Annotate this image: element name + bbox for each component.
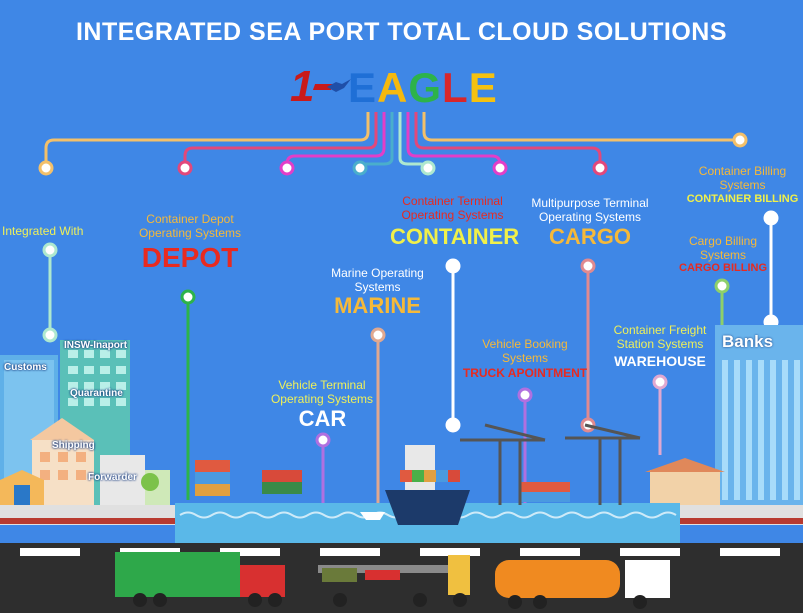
node-dot: [732, 132, 748, 148]
node-dot: [38, 160, 54, 176]
warehouse-subtitle: Container Freight Station Systems: [613, 323, 707, 351]
pin-dot: [580, 258, 596, 274]
integration-forwarder: Forwarder: [88, 472, 137, 483]
cargo-ship: [360, 445, 470, 525]
integration-quarantine: Quarantine: [70, 388, 123, 399]
node-dot: [177, 160, 193, 176]
pin-dot: [370, 327, 386, 343]
logo-word: EAGLE: [348, 64, 498, 111]
banks-label: Banks: [722, 332, 774, 351]
pin-dot: [315, 432, 331, 448]
container-billing-subtitle: Container Billing Systems: [698, 164, 787, 192]
pin-dot: [42, 327, 58, 343]
cargo-subtitle: Multipurpose Terminal Operating Systems: [531, 196, 649, 224]
depot-title: DEPOT: [141, 242, 239, 273]
cargo-title: CARGO: [549, 224, 631, 249]
warehouse-title: WAREHOUSE: [614, 353, 706, 369]
integration-insw: INSW-Inaport: [64, 340, 128, 351]
integrated-heading: Integrated With: [2, 224, 84, 238]
logo-prefix: 1: [290, 62, 315, 111]
container-stacks: [195, 460, 570, 502]
node-dot: [279, 160, 295, 176]
city-buildings: [0, 340, 170, 505]
pin-dot: [517, 387, 533, 403]
marine-title: MARINE: [334, 293, 421, 318]
cargo-billing-subtitle: Cargo Billing Systems: [688, 234, 758, 262]
marine-subtitle: Marine Operating Systems: [331, 266, 424, 294]
truck-title: TRUCK APOINTMENT: [462, 366, 588, 380]
depot-subtitle: Container Depot Operating Systems: [138, 212, 242, 240]
node-dot: [492, 160, 508, 176]
truck-subtitle: Vehicle Booking Systems: [482, 337, 568, 365]
pin-dot: [763, 210, 779, 226]
tanker-truck: [495, 560, 670, 609]
car-title: CAR: [298, 406, 347, 431]
pin-dot: [652, 374, 668, 390]
integration-customs: Customs: [4, 362, 47, 373]
container-subtitle: Container Terminal Operating Systems: [401, 194, 504, 222]
container-title: CONTAINER: [390, 224, 520, 249]
pin-dot: [445, 417, 461, 433]
eagle-bird-icon: [327, 79, 351, 92]
bank-buildings: [645, 325, 803, 505]
truck-green: [115, 552, 285, 607]
cranes: [460, 423, 641, 505]
pin-dot: [42, 242, 58, 258]
integration-shipping: Shipping: [52, 440, 95, 451]
node-dot: [420, 160, 436, 176]
container-billing-title: CONTAINER BILLING: [686, 193, 799, 205]
eagle-logo: 1 EAGLE: [290, 62, 520, 111]
pin-dot: [180, 289, 196, 305]
node-dot: [592, 160, 608, 176]
connector-lines: [44, 112, 738, 169]
node-dot: [352, 160, 368, 176]
page-title: INTEGRATED SEA PORT TOTAL CLOUD SOLUTION…: [75, 18, 728, 46]
car-subtitle: Vehicle Terminal Operating Systems: [270, 378, 374, 406]
car-carrier: [318, 555, 470, 607]
pin-dot: [714, 278, 730, 294]
pin-dot: [445, 258, 461, 274]
cargo-billing-title: CARGO BILLING: [679, 262, 767, 274]
